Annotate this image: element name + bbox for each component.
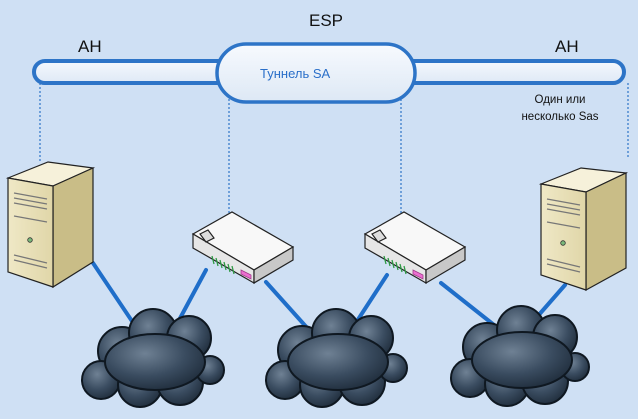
sa-note-line-1: Один или (534, 94, 586, 106)
router-1-icon (191, 211, 295, 285)
ah-right-label: AH (555, 37, 579, 56)
dotted-connector-lines (39, 83, 629, 213)
cloud-right-icon (450, 305, 590, 407)
tunnel-sa-label: Туннель SA (260, 66, 331, 81)
tunnel-sa-ellipse (215, 42, 417, 104)
sa-note-label: Один или несколько Sas (504, 92, 616, 126)
sa-note-line-2: несколько Sas (521, 111, 599, 123)
left-server-icon (5, 161, 96, 289)
right-server-icon (538, 167, 629, 292)
ah-left-label: AH (78, 37, 102, 56)
cloud-middle-icon (265, 308, 408, 408)
esp-label: ESP (309, 11, 344, 30)
cloud-left-icon (81, 308, 225, 408)
router-2-icon (363, 211, 467, 285)
